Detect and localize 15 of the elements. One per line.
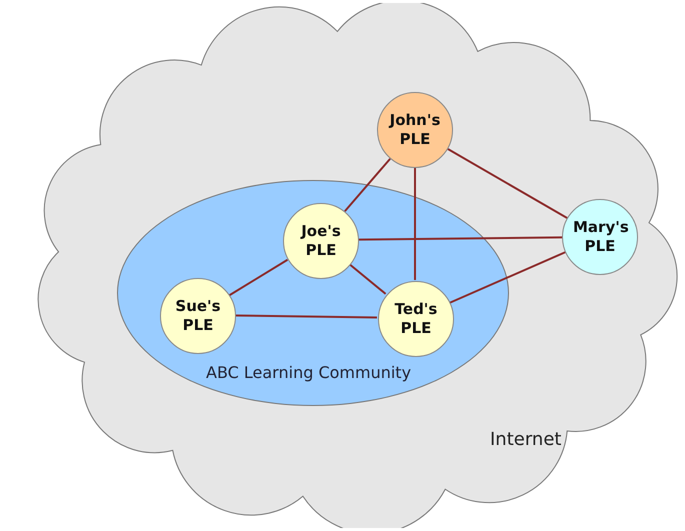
connector-line xyxy=(228,258,288,296)
connector-line xyxy=(449,251,566,304)
connector-line xyxy=(344,158,391,212)
node-label: Ted's PLE xyxy=(394,300,438,338)
connector-line xyxy=(414,168,416,280)
ellipse-label: ABC Learning Community xyxy=(206,362,412,384)
connector-line xyxy=(348,263,386,295)
connector-line xyxy=(234,314,378,318)
cloud-label: Internet xyxy=(490,428,562,452)
node-label: John's PLE xyxy=(388,111,442,149)
connector-line xyxy=(447,148,568,219)
connector-line xyxy=(358,236,562,241)
node-label: Sue's PLE xyxy=(174,297,222,335)
node-label: Joe's PLE xyxy=(299,222,342,260)
node-label: Mary's PLE xyxy=(573,218,627,256)
